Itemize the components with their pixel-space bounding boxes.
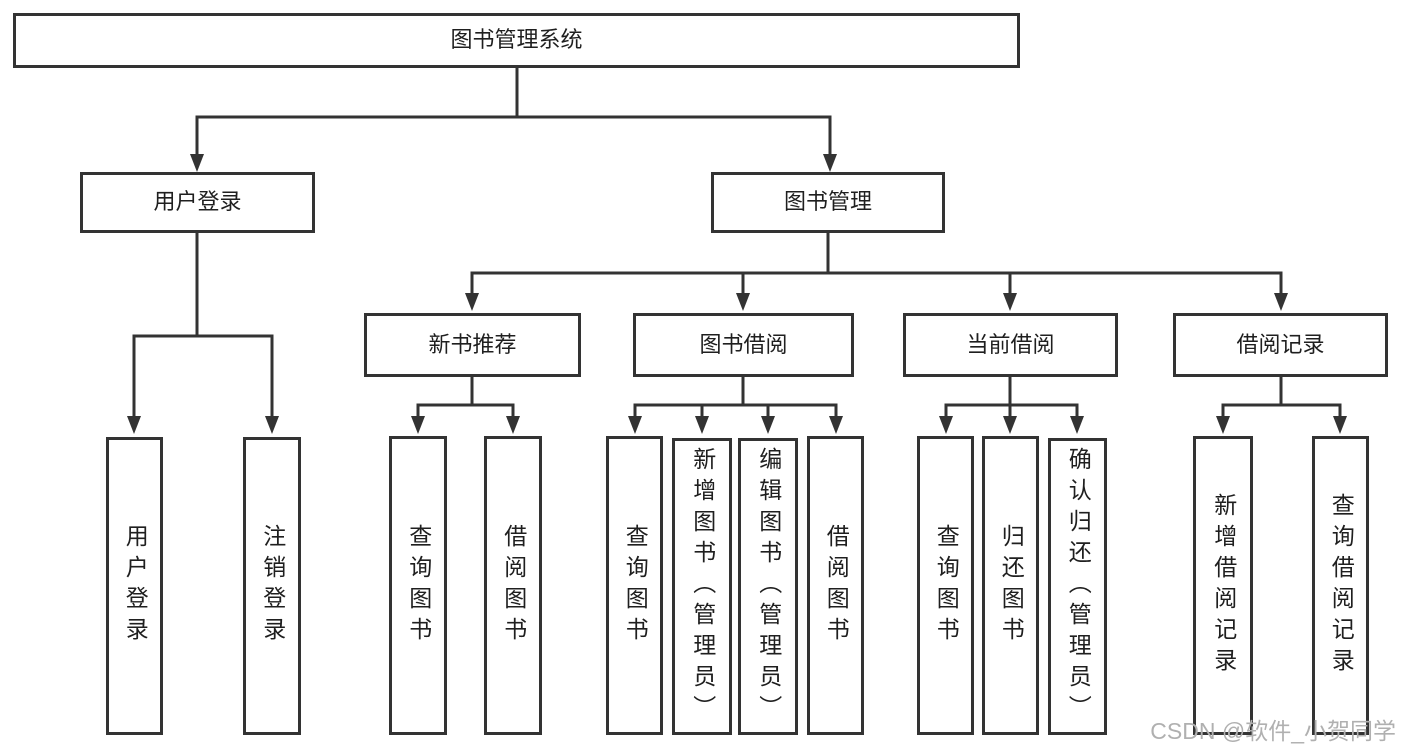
leaf-current-query-book: 查询图书 <box>917 436 974 735</box>
leaf-return-book-label: 归还图书 <box>998 523 1025 648</box>
leaf-borrow-query-book-label: 查询图书 <box>622 523 649 648</box>
edge-new-book-children <box>411 375 520 434</box>
edge-current-borrow-children <box>939 375 1084 434</box>
node-book-management-label: 图书管理 <box>783 189 872 215</box>
edge-root-to-level2 <box>190 66 837 172</box>
node-borrow-record-label: 借阅记录 <box>1236 331 1325 357</box>
leaf-user-login-label: 用户登录 <box>122 524 149 648</box>
leaf-newrec-query-book: 查询图书 <box>389 436 447 735</box>
edge-book-borrow-children <box>628 375 843 434</box>
leaf-current-query-book-label: 查询图书 <box>933 523 960 648</box>
leaf-add-borrow-record: 新增借阅记录 <box>1193 436 1253 735</box>
leaf-borrow-query-book: 查询图书 <box>606 436 663 735</box>
leaf-newrec-query-book-label: 查询图书 <box>405 523 432 648</box>
node-borrow-record: 借阅记录 <box>1173 313 1388 377</box>
leaf-newrec-borrow-book-label: 借阅图书 <box>500 523 527 648</box>
leaf-add-borrow-record-label: 新增借阅记录 <box>1210 492 1237 679</box>
leaf-logout-label: 注销登录 <box>259 524 286 648</box>
leaf-add-book-admin: 新增图书（管理员） <box>672 438 732 735</box>
node-user-login: 用户登录 <box>80 172 315 233</box>
edge-book-mgmt-level3 <box>465 231 1288 311</box>
leaf-query-borrow-record-label: 查询借阅记录 <box>1328 492 1355 679</box>
leaf-confirm-return-admin: 确认归还（管理员） <box>1048 438 1107 735</box>
leaf-add-book-admin-label: 新增图书（管理员） <box>689 447 716 726</box>
node-new-book-recommend-label: 新书推荐 <box>428 331 517 357</box>
leaf-logout: 注销登录 <box>243 437 301 735</box>
node-book-borrow: 图书借阅 <box>633 313 854 377</box>
watermark: CSDN @软件_小贺同学 <box>1150 718 1396 744</box>
leaf-query-borrow-record: 查询借阅记录 <box>1312 436 1369 735</box>
node-root: 图书管理系统 <box>13 13 1020 68</box>
node-new-book-recommend: 新书推荐 <box>364 313 581 377</box>
node-book-management: 图书管理 <box>711 172 945 233</box>
leaf-newrec-borrow-book: 借阅图书 <box>484 436 542 735</box>
leaf-confirm-return-admin-label: 确认归还（管理员） <box>1065 447 1092 726</box>
node-root-label: 图书管理系统 <box>450 27 583 53</box>
node-current-borrow: 当前借阅 <box>903 313 1118 377</box>
node-current-borrow-label: 当前借阅 <box>966 331 1055 357</box>
leaf-borrow-book-label: 借阅图书 <box>823 523 850 648</box>
leaf-return-book: 归还图书 <box>982 436 1039 735</box>
node-book-borrow-label: 图书借阅 <box>699 331 788 357</box>
leaf-edit-book-admin: 编辑图书（管理员） <box>738 438 798 735</box>
edge-borrow-record-children <box>1216 375 1347 434</box>
leaf-borrow-book: 借阅图书 <box>807 436 864 735</box>
edge-user-login-children <box>127 231 279 434</box>
leaf-edit-book-admin-label: 编辑图书（管理员） <box>755 447 782 726</box>
node-user-login-label: 用户登录 <box>153 189 242 215</box>
leaf-user-login: 用户登录 <box>106 437 163 735</box>
